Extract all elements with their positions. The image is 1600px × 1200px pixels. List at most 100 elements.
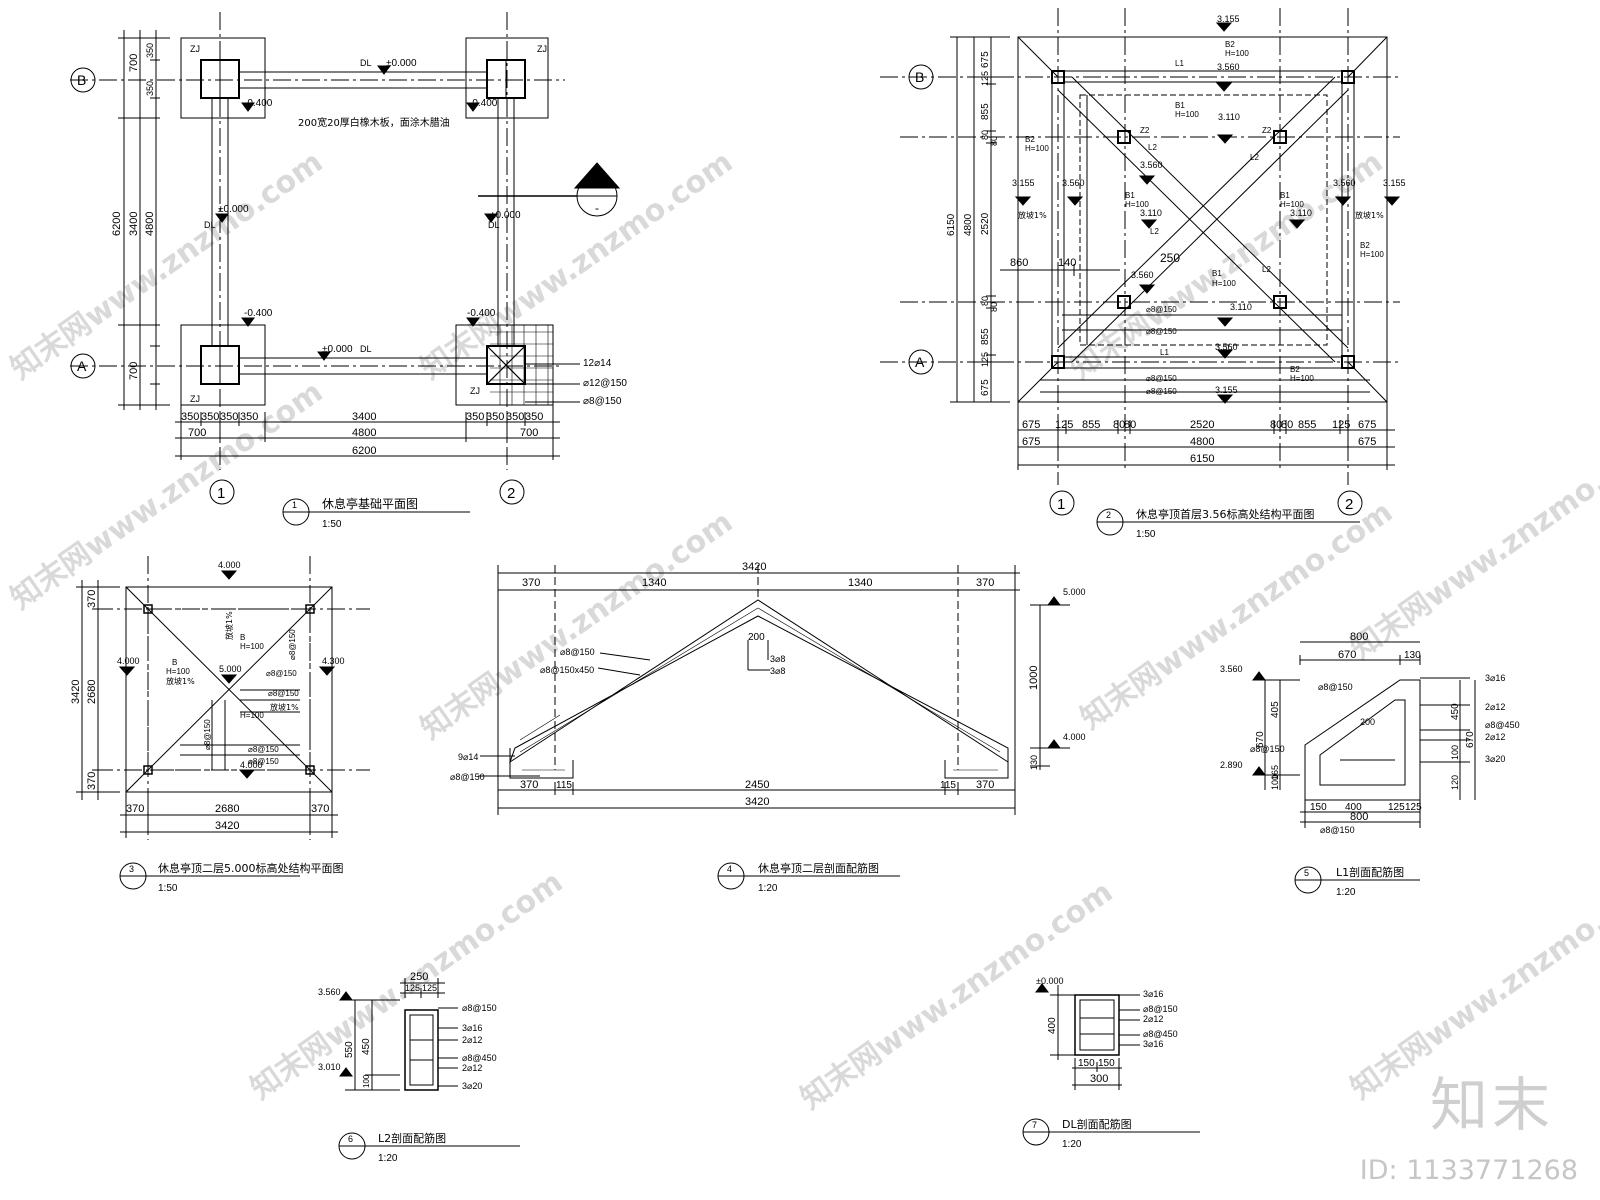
dim: 115 [556,780,572,791]
panel-2-text: B A 1 2 3.155 B2 H=100 L1 3.560 B1 H=100… [915,14,1406,513]
rebar-note: 3⌀8 [770,654,785,664]
axis-a-label-2: A [915,354,925,370]
dim: 855 [1082,419,1100,431]
dim: 125 [422,983,437,993]
rebar-note: ⌀8@150 [1146,387,1177,396]
level-0-top: ±0.000 [386,58,417,69]
dim: 2680 [86,680,98,704]
b-label: B [240,633,245,642]
rebar-note: ⌀8@450 [1143,1029,1178,1039]
dl-label: DL [360,344,372,354]
axis-b-label-2: B [915,69,924,85]
axis-2-label-1: 2 [507,485,515,502]
panel-number: 7 [1032,1120,1037,1130]
h-label: H=100 [1175,110,1199,119]
panel-5-text: 800 670 130 150 400 125 125 800 3.560 2.… [1220,631,1520,835]
dim: 370 [86,590,98,608]
l2-label: L2 [1262,265,1271,274]
b2-label: B2 [1225,40,1235,49]
panel-title: 休息亭顶二层5.000标高处结构平面图 [158,861,344,875]
dim: 670 [1465,731,1476,748]
rebar-note: 3⌀16 [1485,673,1505,683]
dim: 100 [1270,775,1280,790]
dim: 6200 [111,212,123,236]
dim: 350 [181,411,199,423]
panel-title: 休息亭顶首层3.56标高处结构平面图 [1136,507,1315,521]
dim: 80 [1281,419,1293,431]
axis-2-label-2: 2 [1345,496,1353,513]
rebar-note: 3⌀8 [770,666,785,676]
section-tag-sub: - [595,201,599,215]
dl-label: DL [488,220,500,230]
dim: 4800 [963,213,974,236]
dim: 400 [1345,802,1362,813]
level: ±0.000 [1036,976,1063,986]
panel-7-title-block: 7 DL剖面配筋图 1:20 [1022,1117,1200,1150]
l2-label: L2 [1250,153,1259,162]
level: 4.000 [117,656,140,666]
level: 3.560 [318,987,341,997]
dim: 2520 [980,212,991,235]
rebar-note: ⌀8@150 [266,669,297,678]
dim: 6150 [1190,453,1214,465]
panel-scale: 1:20 [378,1153,398,1164]
dim-250: 250 [1160,251,1180,265]
rebar-note: ⌀8@150 [248,745,279,754]
dl-label: DL [204,220,216,230]
panel-4-title-block: 4 休息亭顶二层剖面配筋图 1:20 [717,861,900,894]
rebar-note: 3⌀16 [1143,1039,1163,1049]
panel-number: 5 [1304,868,1309,878]
axis-1-label-2: 1 [1057,496,1065,513]
panel-6-l2-section [339,978,458,1091]
rebar-note: 2⌀12 [1143,1014,1163,1024]
panel-title: L2剖面配筋图 [378,1131,446,1145]
level-m04: -0.400 [244,308,273,319]
rebar-note: ⌀8@150x450 [540,665,594,675]
dim: 3400 [128,212,140,236]
rebar-note: ⌀8@150 [1146,374,1177,383]
dim: 3420 [742,561,766,573]
panel-7-dl-section [1035,983,1140,1090]
zj-label: ZJ [537,44,547,54]
dim: 2450 [745,779,769,791]
dim: 250 [410,971,428,983]
level: 3.155 [1012,178,1035,188]
level-m04: -0.400 [467,308,496,319]
z2-label: Z2 [1262,126,1272,135]
dl-label: DL [360,58,372,68]
dim: 3420 [70,680,82,704]
rebar-note: ⌀8@450 [462,1053,497,1063]
panel-title: L1剖面配筋图 [1336,865,1404,879]
panel-2-title-block: 2 休息亭顶首层3.56标高处结构平面图 1:50 [1096,507,1360,540]
panel-3-title-block: 3 休息亭顶二层5.000标高处结构平面图 1:50 [119,861,344,894]
level: 4.000 [1063,732,1086,742]
brand-watermark: 知末 [1429,1071,1554,1139]
panel-4-text: 370 1340 1340 370 3420 370 115 2450 115 … [450,561,1086,808]
dim: 400 [1047,1017,1058,1034]
h-label: H=100 [166,667,190,676]
dim: 4800 [352,427,376,439]
rebar-note-2: ⌀12@150 [583,378,627,389]
dim: 675 [1022,419,1040,431]
panel-title: 休息亭基础平面图 [322,496,418,511]
b2-label: B2 [1290,365,1300,374]
dim: 370 [520,779,538,791]
dim: 675 [980,51,991,68]
dim: 855 [980,328,991,345]
level: 3.110 [1290,208,1312,218]
rebar-note: ⌀8@150 [1146,305,1177,314]
level-m04: -0.400 [469,98,498,109]
dim: 350 [466,411,484,423]
dim: 350 [486,411,504,423]
level-0-bottom: ±0.000 [322,344,353,355]
level: 4.000 [218,560,241,570]
rebar-note: ⌀8@150 [1143,1004,1178,1014]
rebar-note: 2⌀12 [462,1035,482,1045]
h-label: H=100 [1290,374,1314,383]
dim: 550 [344,1041,355,1058]
l1-label: L1 [1160,348,1169,357]
dim: 3400 [352,411,376,423]
level: 3.560 [1131,270,1154,280]
axis-1-label-1: 1 [217,485,225,502]
watermark-9: 知末网www.znzmo.com [795,875,1120,1117]
